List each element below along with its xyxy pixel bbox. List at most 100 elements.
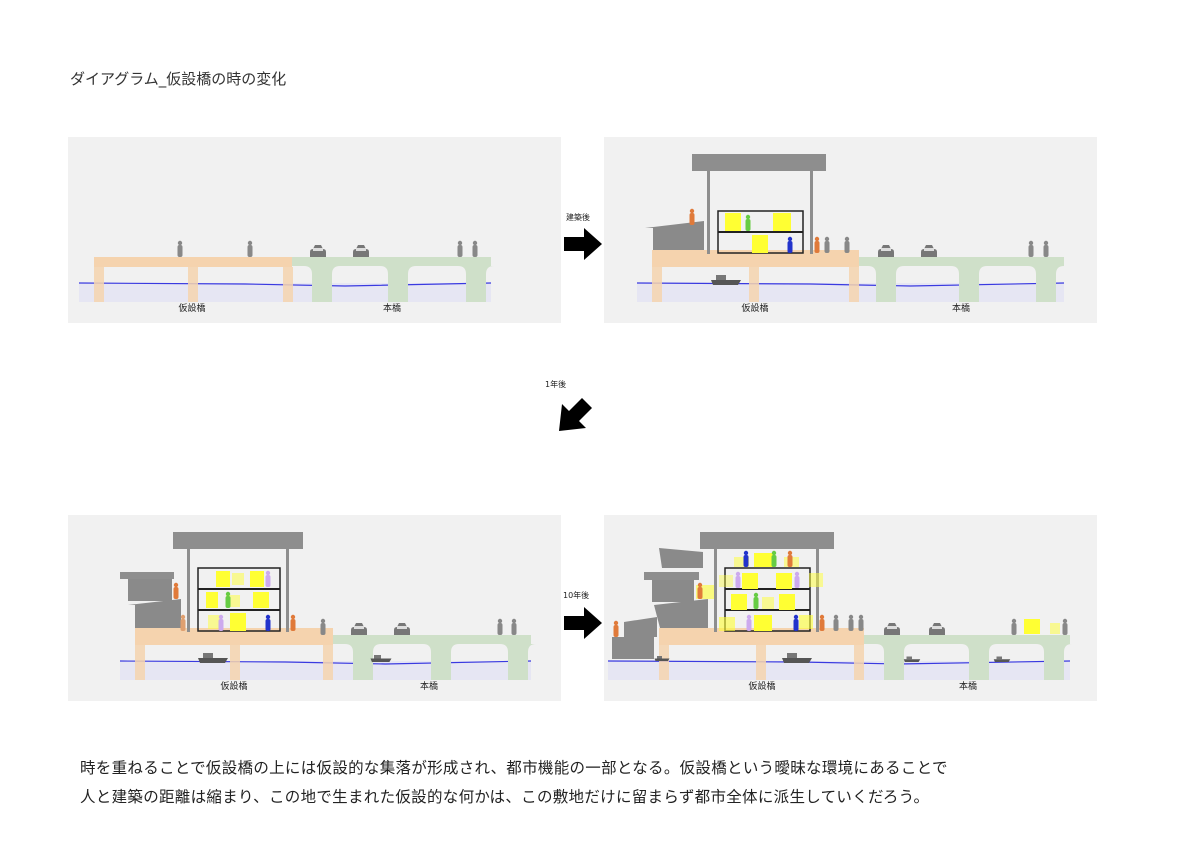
person-icon bbox=[247, 245, 253, 257]
temporary-bridge-pier bbox=[135, 645, 145, 680]
person-icon bbox=[743, 550, 749, 556]
person-icon bbox=[844, 241, 850, 253]
boat-cabin bbox=[716, 275, 726, 280]
shed bbox=[128, 579, 172, 601]
person-icon bbox=[1062, 623, 1068, 635]
person-icon bbox=[265, 614, 271, 620]
person-icon bbox=[771, 555, 777, 567]
scene-ten-years bbox=[607, 532, 1072, 680]
person-icon bbox=[613, 625, 619, 637]
person-icon bbox=[735, 571, 741, 577]
main-bridge-pier bbox=[868, 266, 904, 302]
activity-block bbox=[250, 571, 264, 587]
person-icon bbox=[771, 550, 777, 556]
person-icon bbox=[1062, 618, 1068, 624]
activity-block bbox=[799, 615, 813, 629]
temporary-bridge-pier bbox=[323, 645, 333, 680]
car-window bbox=[356, 248, 366, 251]
person-icon bbox=[814, 241, 820, 253]
activity-block bbox=[731, 594, 747, 610]
person-icon bbox=[173, 587, 179, 599]
activity-block bbox=[742, 573, 758, 589]
car-window bbox=[932, 626, 942, 629]
person-icon bbox=[457, 245, 463, 257]
person-icon bbox=[746, 619, 752, 631]
person-icon bbox=[265, 619, 271, 631]
main-bridge-deck bbox=[864, 635, 1070, 644]
person-icon bbox=[793, 614, 799, 620]
main-bridge-pier bbox=[380, 266, 416, 302]
activity-block bbox=[779, 594, 795, 610]
temporary-bridge-pier bbox=[849, 267, 859, 302]
person-icon bbox=[787, 236, 793, 242]
temporary-bridge-pier bbox=[659, 645, 669, 680]
boat-icon bbox=[782, 658, 812, 663]
person-icon bbox=[225, 596, 231, 608]
main-bridge-deck bbox=[292, 257, 491, 266]
boat-icon bbox=[711, 280, 741, 285]
shed-roof bbox=[644, 572, 699, 580]
person-icon bbox=[290, 619, 296, 631]
canopy-column bbox=[286, 549, 289, 632]
person-icon bbox=[858, 614, 864, 620]
main-bridge-pier bbox=[304, 266, 340, 302]
person-icon bbox=[793, 619, 799, 631]
main-bridge-pier bbox=[500, 644, 536, 680]
main-bridge-pier bbox=[961, 644, 997, 680]
step-label-ten-years: 10年後 bbox=[563, 591, 590, 600]
scene-after-construction bbox=[636, 154, 1065, 302]
boat-icon bbox=[903, 659, 921, 662]
scene-initial bbox=[78, 240, 494, 302]
canopy-roof bbox=[692, 154, 826, 171]
diagonal-arrow-icon bbox=[559, 398, 592, 431]
building-floor bbox=[198, 609, 280, 611]
canopy-roof bbox=[173, 532, 303, 549]
main-bridge-deck bbox=[333, 635, 531, 644]
person-icon bbox=[1043, 245, 1049, 257]
person-icon bbox=[746, 614, 752, 620]
person-icon bbox=[180, 619, 186, 631]
activity-block bbox=[206, 592, 218, 608]
main-bridge-deck bbox=[859, 257, 1064, 266]
shed bbox=[659, 548, 703, 568]
temporary-bridge-deck bbox=[94, 257, 292, 267]
person-icon bbox=[1011, 618, 1017, 624]
shed bbox=[645, 221, 704, 250]
person-icon bbox=[819, 619, 825, 631]
temporary-bridge-deck bbox=[135, 628, 333, 645]
person-icon bbox=[225, 591, 231, 597]
activity-block bbox=[253, 592, 269, 608]
person-icon bbox=[814, 236, 820, 242]
person-icon bbox=[697, 587, 703, 599]
temp-bridge-label: 仮設橋 bbox=[178, 304, 206, 314]
person-icon bbox=[1028, 245, 1034, 257]
main-bridge-pier bbox=[876, 644, 912, 680]
diagram-title: ダイアグラム_仮設橋の時の変化 bbox=[70, 70, 287, 88]
person-icon bbox=[1028, 240, 1034, 246]
activity-block bbox=[809, 573, 823, 587]
main-bridge-label: 本橋 bbox=[419, 682, 439, 692]
boat-cabin bbox=[996, 656, 1002, 660]
person-icon bbox=[511, 618, 517, 624]
temporary-bridge-deck bbox=[659, 628, 864, 645]
step-label-after-construction: 建築後 bbox=[566, 213, 590, 222]
person-icon bbox=[497, 618, 503, 624]
person-icon bbox=[794, 576, 800, 588]
car-window bbox=[887, 626, 897, 629]
temp-bridge-label: 仮設橋 bbox=[748, 682, 776, 692]
activity-block bbox=[719, 575, 733, 587]
canopy-column bbox=[714, 549, 717, 632]
building-floor bbox=[198, 588, 280, 590]
car-window bbox=[354, 626, 364, 629]
person-icon bbox=[745, 219, 751, 231]
person-icon bbox=[613, 620, 619, 626]
person-icon bbox=[745, 214, 751, 220]
panel-after-construction: 仮設橋 本橋 bbox=[604, 137, 1097, 323]
person-icon bbox=[689, 213, 695, 225]
person-icon bbox=[787, 550, 793, 556]
main-bridge-pier bbox=[423, 644, 459, 680]
shed-roof bbox=[120, 572, 174, 579]
person-icon bbox=[833, 614, 839, 620]
activity-block bbox=[734, 557, 749, 567]
person-icon bbox=[824, 236, 830, 242]
